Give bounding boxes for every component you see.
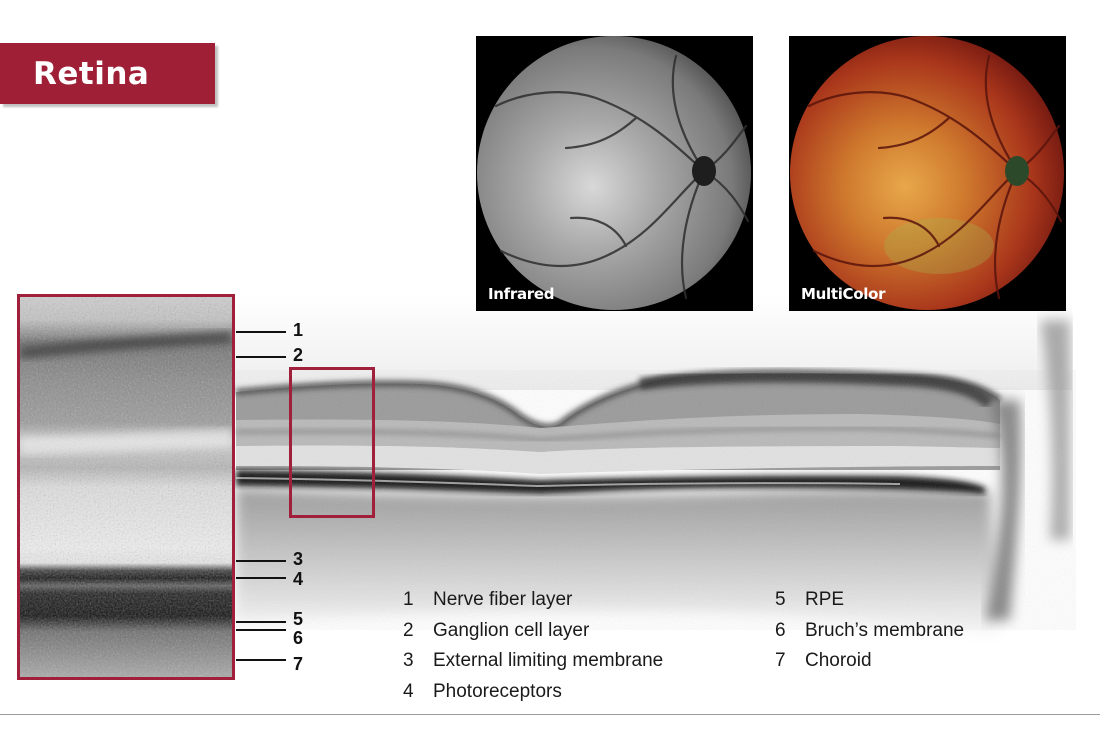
legend-item: 1 Nerve fiber layer xyxy=(403,587,663,618)
multicolor-caption: MultiColor xyxy=(801,285,886,303)
legend-item: 6 Bruch’s membrane xyxy=(775,618,964,649)
legend-item: 5 RPE xyxy=(775,587,964,618)
callout-number-1: 1 xyxy=(293,320,304,340)
legend-label: RPE xyxy=(805,589,845,610)
legend-item: 7 Choroid xyxy=(775,648,964,679)
bottom-divider xyxy=(0,714,1100,715)
callout-number-2: 2 xyxy=(293,345,304,365)
magnified-layers-image xyxy=(20,297,232,677)
callout-number-7: 7 xyxy=(293,654,304,674)
legend-label: Nerve fiber layer xyxy=(433,589,573,610)
legend-label: Bruch’s membrane xyxy=(805,619,965,641)
magnified-region-frame xyxy=(289,367,375,518)
magnified-layers-panel xyxy=(17,294,235,680)
legend-item: 4 Photoreceptors xyxy=(403,679,663,710)
callout-number-3: 3 xyxy=(293,549,304,569)
legend-label: External limiting membrane xyxy=(433,650,664,671)
callout-lines xyxy=(236,331,286,661)
legend-label: Choroid xyxy=(805,650,872,671)
legend-item: 3 External limiting membrane xyxy=(403,648,663,679)
legend-right-column: 5 RPE 6 Bruch’s membrane 7 Choroid xyxy=(775,587,964,679)
legend-number: 1 xyxy=(403,589,414,610)
infrared-caption: Infrared xyxy=(488,285,555,303)
legend-number: 4 xyxy=(403,680,414,702)
multicolor-fundus-image: MultiColor xyxy=(789,36,1066,311)
legend-number: 3 xyxy=(403,650,414,671)
legend-item: 2 Ganglion cell layer xyxy=(403,618,663,649)
title-banner: Retina xyxy=(0,43,215,104)
infrared-fundus-image: Infrared xyxy=(476,36,753,311)
legend-number: 5 xyxy=(775,589,786,610)
legend-label: Ganglion cell layer xyxy=(433,619,590,641)
page-title: Retina xyxy=(33,55,150,92)
callout-number-6: 6 xyxy=(293,628,304,648)
callout-number-4: 4 xyxy=(293,569,304,589)
legend-label: Photoreceptors xyxy=(433,680,562,702)
callout-number-5: 5 xyxy=(293,609,304,629)
legend-number: 7 xyxy=(775,650,786,671)
legend-number: 6 xyxy=(775,619,786,641)
legend-number: 2 xyxy=(403,619,414,641)
